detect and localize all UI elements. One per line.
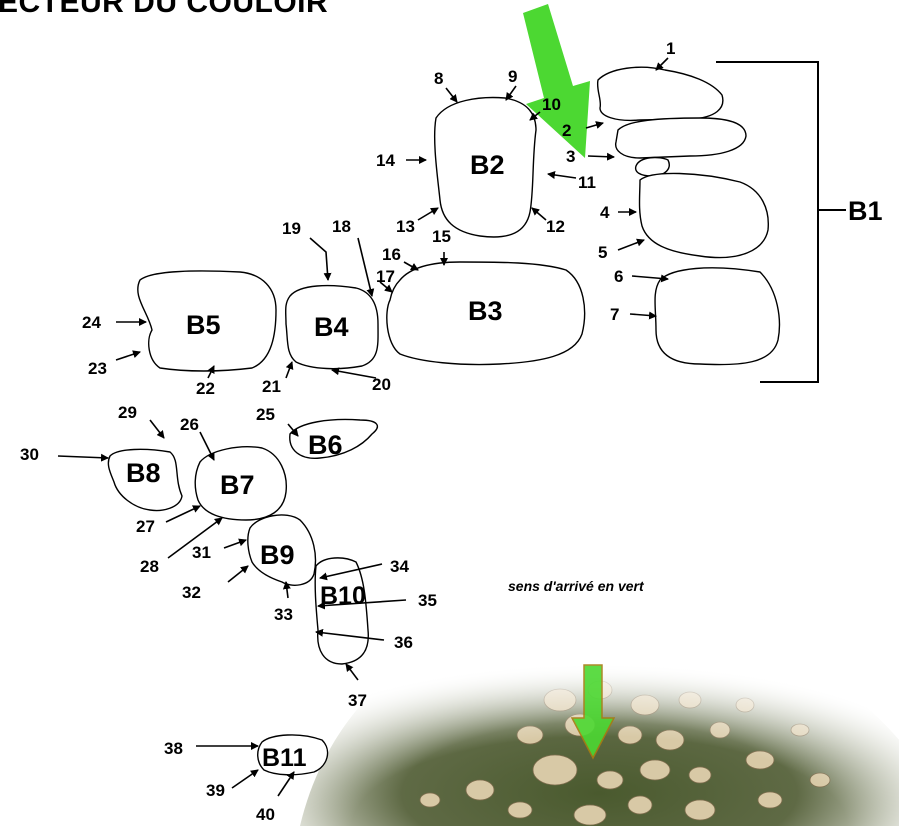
- point-14: 14: [376, 151, 395, 170]
- rock-b1-2: [615, 117, 747, 159]
- leader-arrows: [57, 57, 669, 797]
- point-18: 18: [332, 217, 351, 236]
- point-31: 31: [192, 543, 211, 562]
- rock-b8: [107, 448, 183, 512]
- rock-b5: [137, 270, 277, 372]
- label-b6: B6: [308, 430, 343, 460]
- label-b7: B7: [220, 470, 255, 500]
- point-19: 19: [282, 219, 301, 238]
- point-17: 17: [376, 267, 395, 286]
- point-40: 40: [256, 805, 275, 824]
- diagram-title: ECTEUR DU COULOIR: [0, 0, 329, 19]
- point-37: 37: [348, 691, 367, 710]
- point-24: 24: [82, 313, 101, 332]
- rock-b1-small: [634, 156, 670, 177]
- point-23: 23: [88, 359, 107, 378]
- point-7: 7: [610, 305, 619, 324]
- point-labels: 1 2 3 4 5 6 7 8 9 10 11 12 13 14 15 16 1…: [20, 39, 675, 824]
- point-11: 11: [578, 173, 596, 192]
- point-35: 35: [418, 591, 437, 610]
- point-5: 5: [598, 243, 607, 262]
- point-10: 10: [542, 95, 561, 114]
- point-3: 3: [566, 147, 575, 166]
- label-b5: B5: [186, 310, 221, 340]
- point-2: 2: [562, 121, 571, 140]
- point-20: 20: [372, 375, 391, 394]
- point-8: 8: [434, 69, 443, 88]
- terrain-photo: [300, 608, 899, 826]
- point-38: 38: [164, 739, 183, 758]
- point-12: 12: [546, 217, 565, 236]
- point-21: 21: [262, 377, 281, 396]
- point-13: 13: [396, 217, 415, 236]
- rock-b2: [433, 96, 537, 238]
- point-34: 34: [390, 557, 409, 576]
- rock-b11: [257, 734, 329, 776]
- rock-b1-4: [654, 267, 781, 366]
- rock-b3: [386, 261, 586, 366]
- point-39: 39: [206, 781, 225, 800]
- label-b10: B10: [320, 582, 366, 610]
- point-36: 36: [394, 633, 413, 652]
- point-4: 4: [600, 203, 610, 222]
- point-28: 28: [140, 557, 159, 576]
- point-30: 30: [20, 445, 39, 464]
- point-32: 32: [182, 583, 201, 602]
- rock-b10: [314, 557, 369, 665]
- arrival-green-arrow: [523, 4, 590, 158]
- rock-b6: [289, 418, 379, 459]
- rock-b9: [247, 514, 317, 586]
- arrival-caption: sens d'arrivé en vert: [508, 578, 644, 594]
- point-26: 26: [180, 415, 199, 434]
- b1-bracket: [716, 61, 846, 383]
- label-b11: B11: [262, 744, 307, 772]
- label-b1: B1: [848, 196, 883, 226]
- label-b2: B2: [470, 150, 505, 180]
- point-15: 15: [432, 227, 451, 246]
- label-b4: B4: [314, 312, 349, 342]
- block-labels: B1 B2 B3 B4 B5 B6 B7 B8 B9 B10 B11: [126, 150, 883, 772]
- label-b3: B3: [468, 296, 503, 326]
- label-b9: B9: [260, 540, 295, 570]
- point-27: 27: [136, 517, 155, 536]
- rock-b7: [194, 446, 287, 521]
- rock-outlines: [107, 66, 781, 776]
- point-9: 9: [508, 67, 517, 86]
- point-33: 33: [274, 605, 293, 624]
- point-6: 6: [614, 267, 623, 286]
- point-25: 25: [256, 405, 275, 424]
- rock-b1-1: [596, 66, 724, 122]
- point-22: 22: [196, 379, 215, 398]
- photo-green-arrow: [570, 664, 616, 760]
- point-1: 1: [666, 39, 675, 58]
- rock-b1-3: [638, 172, 769, 259]
- point-16: 16: [382, 245, 401, 264]
- point-29: 29: [118, 403, 137, 422]
- label-b8: B8: [126, 458, 161, 488]
- rock-b4: [284, 284, 379, 370]
